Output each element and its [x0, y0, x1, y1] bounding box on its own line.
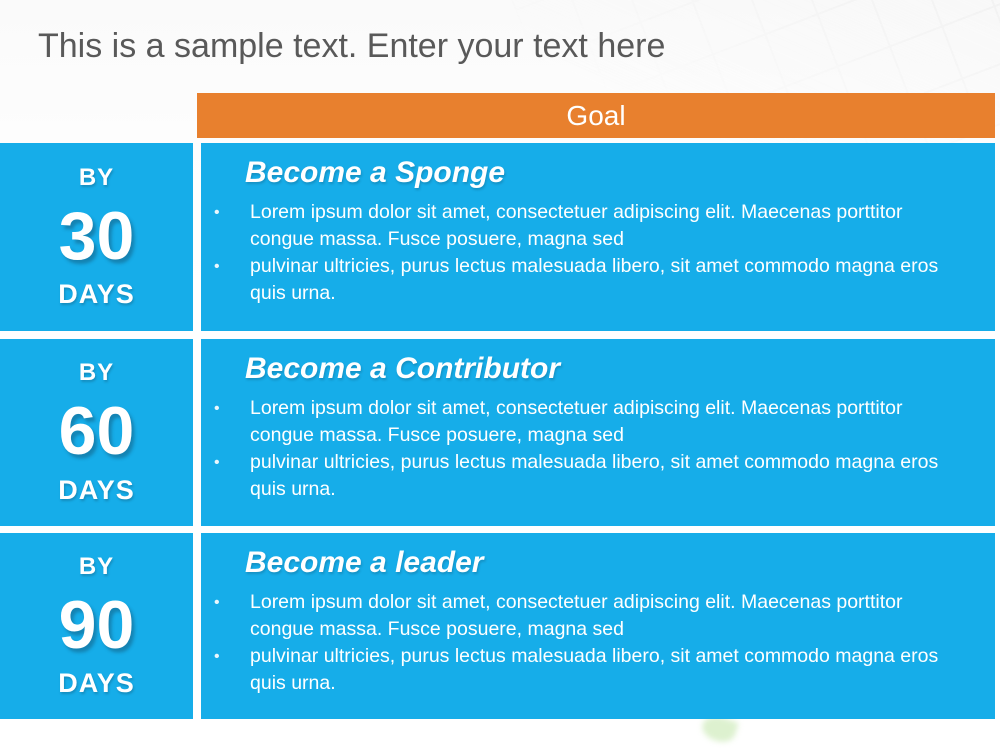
goal-header-bar: Goal [197, 93, 995, 138]
day-unit-label: DAYS [58, 668, 135, 699]
goal-heading: Become a leader [245, 546, 484, 579]
bullet-item: • pulvinar ultricies, purus lectus males… [214, 449, 945, 503]
bullet-item: • Lorem ipsum dolor sit amet, consectetu… [214, 395, 945, 449]
bullet-text: pulvinar ultricies, purus lectus malesua… [250, 255, 939, 304]
bullet-text: pulvinar ultricies, purus lectus malesua… [250, 451, 939, 500]
day-unit-label: DAYS [58, 474, 135, 505]
bullet-list: • Lorem ipsum dolor sit amet, consectetu… [214, 589, 945, 697]
bullet-list: • Lorem ipsum dolor sit amet, consectetu… [214, 395, 945, 503]
bullet-dot: • [214, 400, 220, 417]
day-by-label: BY [78, 552, 115, 580]
goal-header-label: Goal [566, 99, 626, 131]
goal-heading: Become a Sponge [245, 156, 506, 189]
plan-row-60-days: BY 60 DAYS Become a Contributor • Lorem … [0, 339, 1000, 526]
day-box-30: BY 30 DAYS [0, 143, 193, 331]
day-by-label: BY [78, 163, 115, 191]
day-number: 30 [58, 197, 135, 274]
goal-card-90: Become a leader • Lorem ipsum dolor sit … [201, 533, 995, 719]
day-box-90: BY 90 DAYS [0, 533, 193, 719]
bullet-dot: • [214, 594, 220, 611]
bullet-dot: • [214, 454, 220, 471]
day-number: 60 [58, 393, 135, 470]
bullet-dot: • [214, 648, 220, 665]
goal-card-60: Become a Contributor • Lorem ipsum dolor… [201, 339, 995, 526]
day-number: 90 [58, 586, 135, 663]
plan-row-30-days: BY 30 DAYS Become a Sponge • Lorem ipsum… [0, 143, 1000, 331]
bullet-dot: • [214, 258, 220, 275]
bullet-item: • pulvinar ultricies, purus lectus males… [214, 643, 945, 697]
slide-title: This is a sample text. Enter your text h… [38, 27, 666, 65]
bullet-text: Lorem ipsum dolor sit amet, consectetuer… [250, 397, 903, 446]
goal-card-30: Become a Sponge • Lorem ipsum dolor sit … [201, 143, 995, 331]
bullet-text: pulvinar ultricies, purus lectus malesua… [250, 645, 939, 694]
bullet-text: Lorem ipsum dolor sit amet, consectetuer… [250, 201, 903, 250]
bullet-dot: • [214, 204, 220, 221]
bullet-item: • Lorem ipsum dolor sit amet, consectetu… [214, 589, 945, 643]
bullet-text: Lorem ipsum dolor sit amet, consectetuer… [250, 591, 903, 640]
goal-heading: Become a Contributor [245, 352, 561, 385]
plan-row-90-days: BY 90 DAYS Become a leader • Lorem ipsum… [0, 533, 1000, 719]
day-box-60: BY 60 DAYS [0, 339, 193, 526]
day-unit-label: DAYS [58, 279, 135, 310]
bullet-item: • Lorem ipsum dolor sit amet, consectetu… [214, 199, 945, 253]
bullet-list: • Lorem ipsum dolor sit amet, consectetu… [214, 199, 945, 307]
bullet-item: • pulvinar ultricies, purus lectus males… [214, 253, 945, 307]
day-by-label: BY [78, 359, 115, 387]
